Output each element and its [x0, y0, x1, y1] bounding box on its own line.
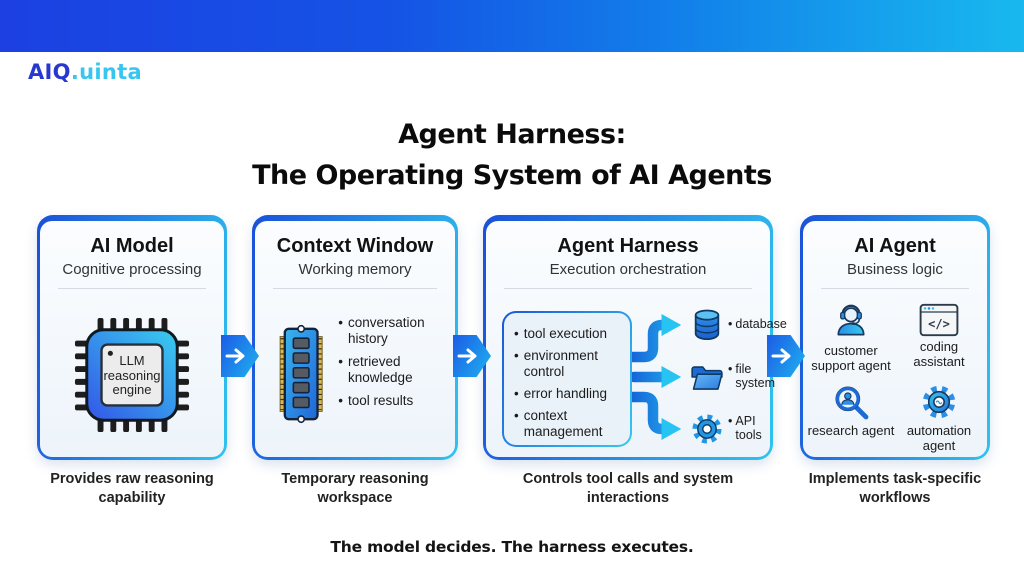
- agent-label: coding assistant: [913, 339, 965, 369]
- header-gradient-bar: [0, 0, 1024, 52]
- bullet-text: context management: [523, 407, 603, 439]
- bullet-marker: •: [514, 385, 519, 401]
- right-arrow-icon: [771, 348, 791, 364]
- cpu-chip-graphic: [74, 317, 190, 433]
- code-glyph: </>: [928, 317, 950, 331]
- bullet-text: conversation history: [348, 315, 425, 346]
- flow-arrows: [632, 313, 682, 441]
- card-subtitle: Business logic: [847, 261, 943, 278]
- agent-customer-support: customer support agent: [807, 303, 895, 374]
- research-magnifier-icon: [835, 386, 869, 420]
- target-label: •file system: [728, 362, 779, 391]
- bullet-marker: •: [728, 362, 733, 377]
- card-subtitle: Working memory: [298, 261, 412, 278]
- target-text: API tools: [735, 414, 762, 442]
- caption-agent-harness: Controls tool calls and system interacti…: [522, 471, 734, 506]
- card-agent-harness-body: Agent Harness Execution orchestration • t…: [486, 221, 787, 457]
- card-subtitle: Execution orchestration: [549, 261, 707, 278]
- bullet-marker: •: [728, 317, 733, 332]
- list-item: • conversation history: [338, 315, 447, 347]
- agent-grid: customer support agent </> coding assist…: [803, 303, 987, 454]
- target-database: •database: [690, 305, 787, 345]
- list-item: •context management: [514, 408, 624, 440]
- list-item: • tool execution: [514, 326, 624, 342]
- list-item: •retrieved knowledge: [338, 354, 447, 386]
- bullet-marker: •: [338, 392, 344, 408]
- card-title: Agent Harness: [557, 235, 699, 257]
- target-label: •database: [728, 317, 787, 332]
- bullet-marker: •: [514, 326, 519, 341]
- agent-research: research agent: [807, 383, 895, 454]
- target-label: •API tools: [728, 414, 779, 443]
- card-ai-model: AI Model Cognitive processing: [37, 215, 227, 460]
- bullet-marker: •: [514, 407, 519, 423]
- page-title-line1: Agent Harness:: [398, 119, 626, 150]
- agent-label: automation agent: [906, 422, 972, 453]
- chip-label: LLM reasoning engine: [103, 353, 161, 398]
- bullet-marker: •: [338, 353, 344, 369]
- agent-label: research agent: [807, 422, 895, 438]
- arrow-to-api-tools: [632, 391, 682, 441]
- bullet-text: environment control: [523, 347, 599, 379]
- context-bullet-list: •conversation history •retrieved knowled…: [338, 315, 447, 441]
- right-arrow-icon: [225, 348, 245, 364]
- cpu-chip-icon: LLM reasoning engine: [73, 316, 191, 434]
- target-text: file system: [735, 362, 775, 390]
- page-title: Agent Harness: The Operating System of A…: [0, 114, 1024, 196]
- headset-agent-icon: [837, 304, 865, 336]
- harness-bullet-list: •tool execution •environment control •er…: [514, 326, 624, 440]
- agent-label: customer support agent: [811, 343, 891, 373]
- card-title: Context Window: [276, 235, 434, 257]
- card-ai-agent-body: AI Agent Business logic customer s: [803, 221, 987, 457]
- divider: [58, 288, 206, 289]
- target-text: database: [735, 317, 787, 332]
- brand-logo: AIQ.uinta: [28, 60, 142, 84]
- database-icon: [694, 309, 720, 341]
- ram-stick-icon: [279, 324, 323, 424]
- harness-functions-box: •tool execution •environment control •er…: [502, 311, 632, 447]
- card-context-window-body: Context Window Working memory: [255, 221, 455, 457]
- bullet-text: tool execution: [523, 326, 608, 341]
- bullet-marker: •: [514, 347, 519, 363]
- harness-targets: •database •file system: [690, 305, 787, 451]
- page-title-line2: The Operating System of AI Agents: [252, 160, 772, 191]
- card-agent-harness: Agent Harness Execution orchestration • t…: [483, 215, 787, 460]
- automation-gear-icon: [922, 385, 956, 419]
- footer-tagline: The model decides. The harness executes.: [330, 538, 694, 556]
- caption-ai-model: Provides raw reasoning capability: [50, 471, 214, 506]
- card-subtitle: Cognitive processing: [62, 261, 202, 278]
- gear-icon: [692, 414, 722, 444]
- list-item: •environment control: [514, 348, 624, 380]
- list-item: •tool results: [338, 393, 447, 409]
- arrow-to-database: [632, 313, 682, 363]
- list-item: •error handling: [514, 386, 624, 402]
- caption-ai-agent: Implements task-specific workflows: [808, 471, 982, 506]
- divider: [273, 288, 437, 289]
- brand-logo-primary: AIQ: [28, 60, 71, 84]
- target-file-system: •file system: [690, 357, 779, 397]
- target-api-tools: •API tools: [690, 409, 779, 449]
- folder-icon: [691, 366, 723, 390]
- card-ai-model-body: AI Model Cognitive processing: [40, 221, 224, 457]
- bullet-text: tool results: [348, 392, 414, 408]
- divider: [821, 288, 969, 289]
- bullet-text: error handling: [523, 385, 608, 401]
- bullet-marker: •: [728, 414, 733, 429]
- agent-coding-assistant: </> coding assistant: [895, 303, 983, 374]
- bullet-marker: •: [338, 315, 344, 330]
- card-context-window: Context Window Working memory: [252, 215, 458, 460]
- card-ai-agent: AI Agent Business logic customer s: [800, 215, 990, 460]
- card-title: AI Agent: [854, 235, 936, 257]
- code-window-icon: </>: [919, 303, 959, 337]
- agent-automation: automation agent: [895, 383, 983, 454]
- bullet-text: retrieved knowledge: [348, 353, 413, 385]
- card-title: AI Model: [90, 235, 174, 257]
- right-arrow-icon: [457, 348, 477, 364]
- caption-context-window: Temporary reasoning workspace: [281, 471, 429, 506]
- brand-logo-accent: .uinta: [70, 60, 142, 84]
- divider: [504, 288, 752, 289]
